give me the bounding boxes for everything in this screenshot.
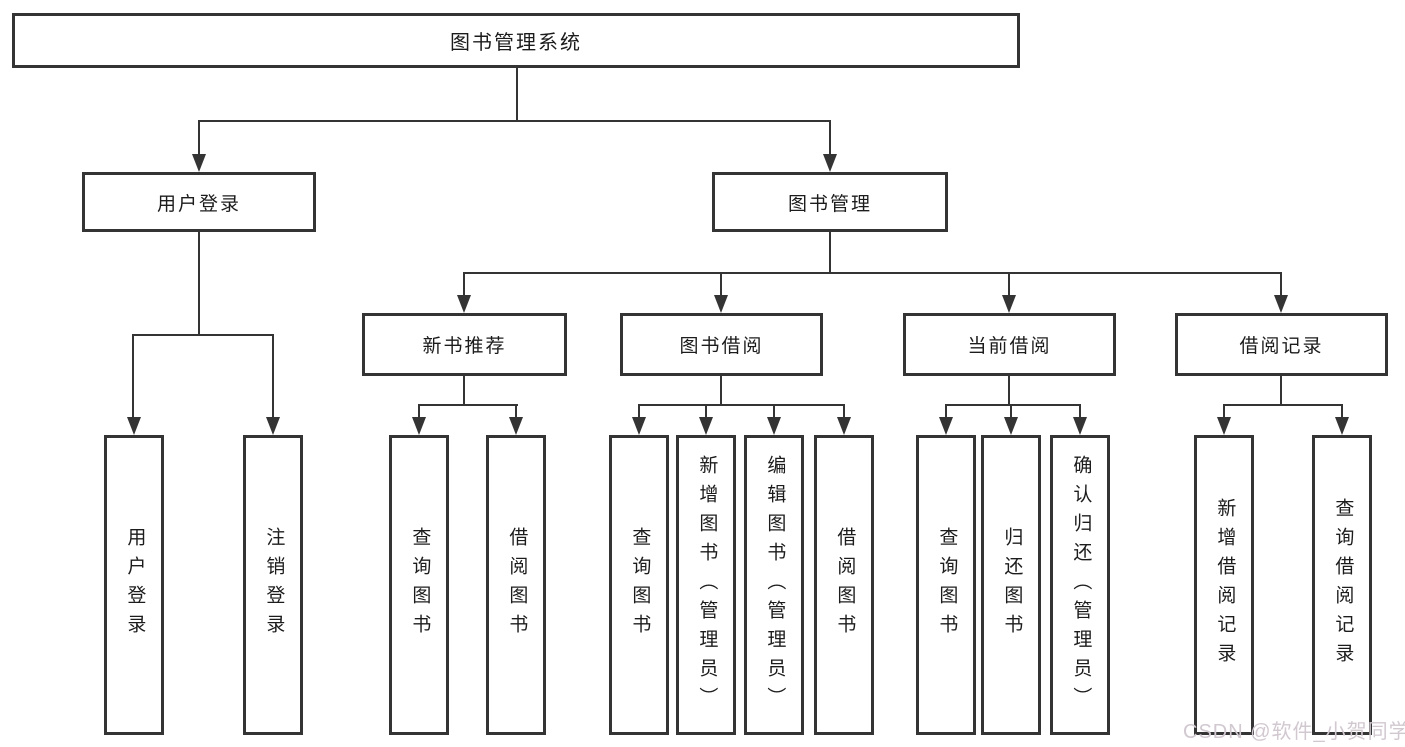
connector-line [829, 232, 831, 272]
arrow-down-icon [412, 417, 426, 435]
arrow-down-icon [632, 417, 646, 435]
leaf-add-book-admin: 新增图书（管理员） [676, 435, 736, 735]
node-label: 用户登录 [124, 527, 146, 643]
connector-line [720, 274, 722, 296]
node-new-book-recommend: 新书推荐 [362, 313, 567, 376]
node-label: 借阅图书 [506, 527, 528, 643]
node-label: 查询图书 [629, 527, 651, 643]
node-library-management-system: 图书管理系统 [12, 13, 1020, 68]
arrow-down-icon [192, 154, 206, 172]
arrow-down-icon [699, 417, 713, 435]
leaf-query-books-borrowing: 查询图书 [609, 435, 669, 735]
arrow-down-icon [266, 417, 280, 435]
arrow-down-icon [1073, 417, 1087, 435]
connector-line [418, 404, 518, 406]
connector-line [1008, 376, 1010, 406]
node-current-borrowing: 当前借阅 [903, 313, 1116, 376]
connector-line [515, 406, 517, 420]
csdn-watermark: CSDN @软件_小贺同学 [1183, 721, 1405, 743]
leaf-edit-book-admin: 编辑图书（管理员） [744, 435, 804, 735]
node-label: 图书借阅 [679, 336, 764, 357]
leaf-logout: 注销登录 [243, 435, 303, 735]
connector-line [463, 274, 465, 296]
node-label: 新书推荐 [422, 336, 507, 357]
connector-line [463, 272, 1282, 274]
node-label: 新增借阅记录 [1214, 498, 1236, 672]
node-label: 编辑图书（管理员） [764, 454, 786, 716]
connector-line [198, 232, 200, 334]
leaf-user-login: 用户登录 [104, 435, 164, 735]
node-label: 查询借阅记录 [1332, 498, 1354, 672]
arrow-down-icon [1217, 417, 1231, 435]
node-label: 图书管理 [787, 193, 872, 215]
arrow-down-icon [127, 417, 141, 435]
connector-line [1280, 274, 1282, 296]
node-label: 查询图书 [409, 527, 431, 643]
arrow-down-icon [457, 295, 471, 313]
connector-line [132, 334, 274, 336]
connector-line [1010, 406, 1012, 420]
connector-line [418, 406, 420, 420]
leaf-query-borrow-record: 查询借阅记录 [1312, 435, 1372, 735]
arrow-down-icon [1274, 295, 1288, 313]
arrow-down-icon [837, 417, 851, 435]
leaf-return-books: 归还图书 [981, 435, 1041, 735]
arrow-down-icon [714, 295, 728, 313]
node-borrow-records: 借阅记录 [1175, 313, 1388, 376]
connector-line [638, 404, 845, 406]
node-book-management: 图书管理 [712, 172, 948, 232]
connector-line [1223, 406, 1225, 420]
node-label: 注销登录 [263, 527, 285, 643]
connector-line [720, 376, 722, 406]
arrow-down-icon [1335, 417, 1349, 435]
leaf-query-books-current: 查询图书 [916, 435, 976, 735]
leaf-add-borrow-record: 新增借阅记录 [1194, 435, 1254, 735]
connector-line [1280, 376, 1282, 406]
connector-line [1079, 406, 1081, 420]
connector-line [705, 406, 707, 420]
connector-line [638, 406, 640, 420]
connector-line [132, 336, 134, 420]
connector-line [829, 122, 831, 156]
node-book-borrowing: 图书借阅 [620, 313, 823, 376]
node-label: 归还图书 [1001, 527, 1023, 643]
connector-line [463, 376, 465, 406]
leaf-borrow-books-recommend: 借阅图书 [486, 435, 546, 735]
node-label: 当前借阅 [967, 336, 1052, 357]
leaf-borrow-books: 借阅图书 [814, 435, 874, 735]
connector-line [1008, 274, 1010, 296]
node-label: 借阅记录 [1239, 336, 1324, 357]
node-label: 新增图书（管理员） [696, 454, 718, 716]
arrow-down-icon [823, 154, 837, 172]
connector-line [516, 68, 518, 122]
node-user-login: 用户登录 [82, 172, 316, 232]
node-label: 查询图书 [936, 527, 958, 643]
arrow-down-icon [509, 417, 523, 435]
arrow-down-icon [1004, 417, 1018, 435]
leaf-confirm-return-admin: 确认归还（管理员） [1050, 435, 1110, 735]
node-label: 图书管理系统 [450, 32, 582, 54]
arrow-down-icon [939, 417, 953, 435]
connector-line [1341, 406, 1343, 420]
connector-line [945, 406, 947, 420]
node-label: 借阅图书 [834, 527, 856, 643]
connector-line [198, 120, 831, 122]
connector-line [198, 122, 200, 156]
connector-line [843, 406, 845, 420]
connector-line [945, 404, 1081, 406]
arrow-down-icon [1002, 295, 1016, 313]
connector-line [1223, 404, 1343, 406]
node-label: 确认归还（管理员） [1070, 454, 1092, 716]
connector-line [272, 336, 274, 420]
arrow-down-icon [767, 417, 781, 435]
connector-line [773, 406, 775, 420]
node-label: 用户登录 [156, 193, 241, 215]
leaf-query-books-recommend: 查询图书 [389, 435, 449, 735]
